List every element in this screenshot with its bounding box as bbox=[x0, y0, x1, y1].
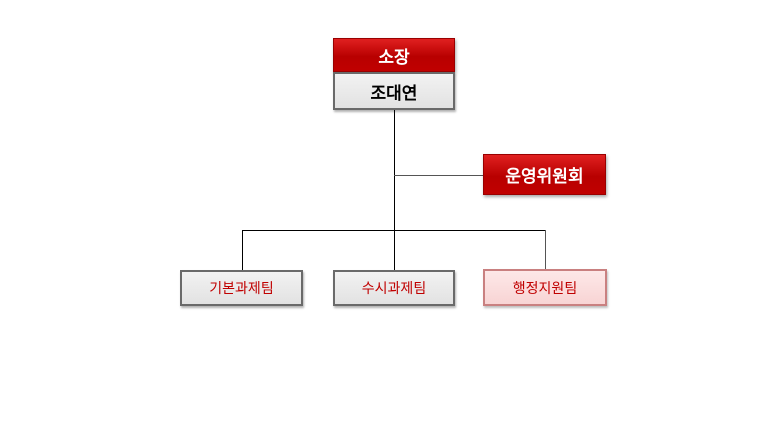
connector-main-vertical bbox=[394, 109, 395, 271]
director-name-box: 조대연 bbox=[333, 72, 455, 110]
team-ad-hoc-research: 수시과제팀 bbox=[333, 270, 455, 306]
committee-box: 운영위원회 bbox=[483, 154, 606, 195]
connector-team-3 bbox=[545, 230, 546, 271]
connector-team-1 bbox=[242, 230, 243, 271]
director-title-box: 소장 bbox=[333, 38, 455, 72]
team-basic-research: 기본과제팀 bbox=[180, 270, 303, 306]
connector-committee bbox=[394, 175, 484, 176]
connector-teams-horizontal bbox=[242, 230, 546, 231]
team-administration: 행정지원팀 bbox=[483, 269, 607, 306]
